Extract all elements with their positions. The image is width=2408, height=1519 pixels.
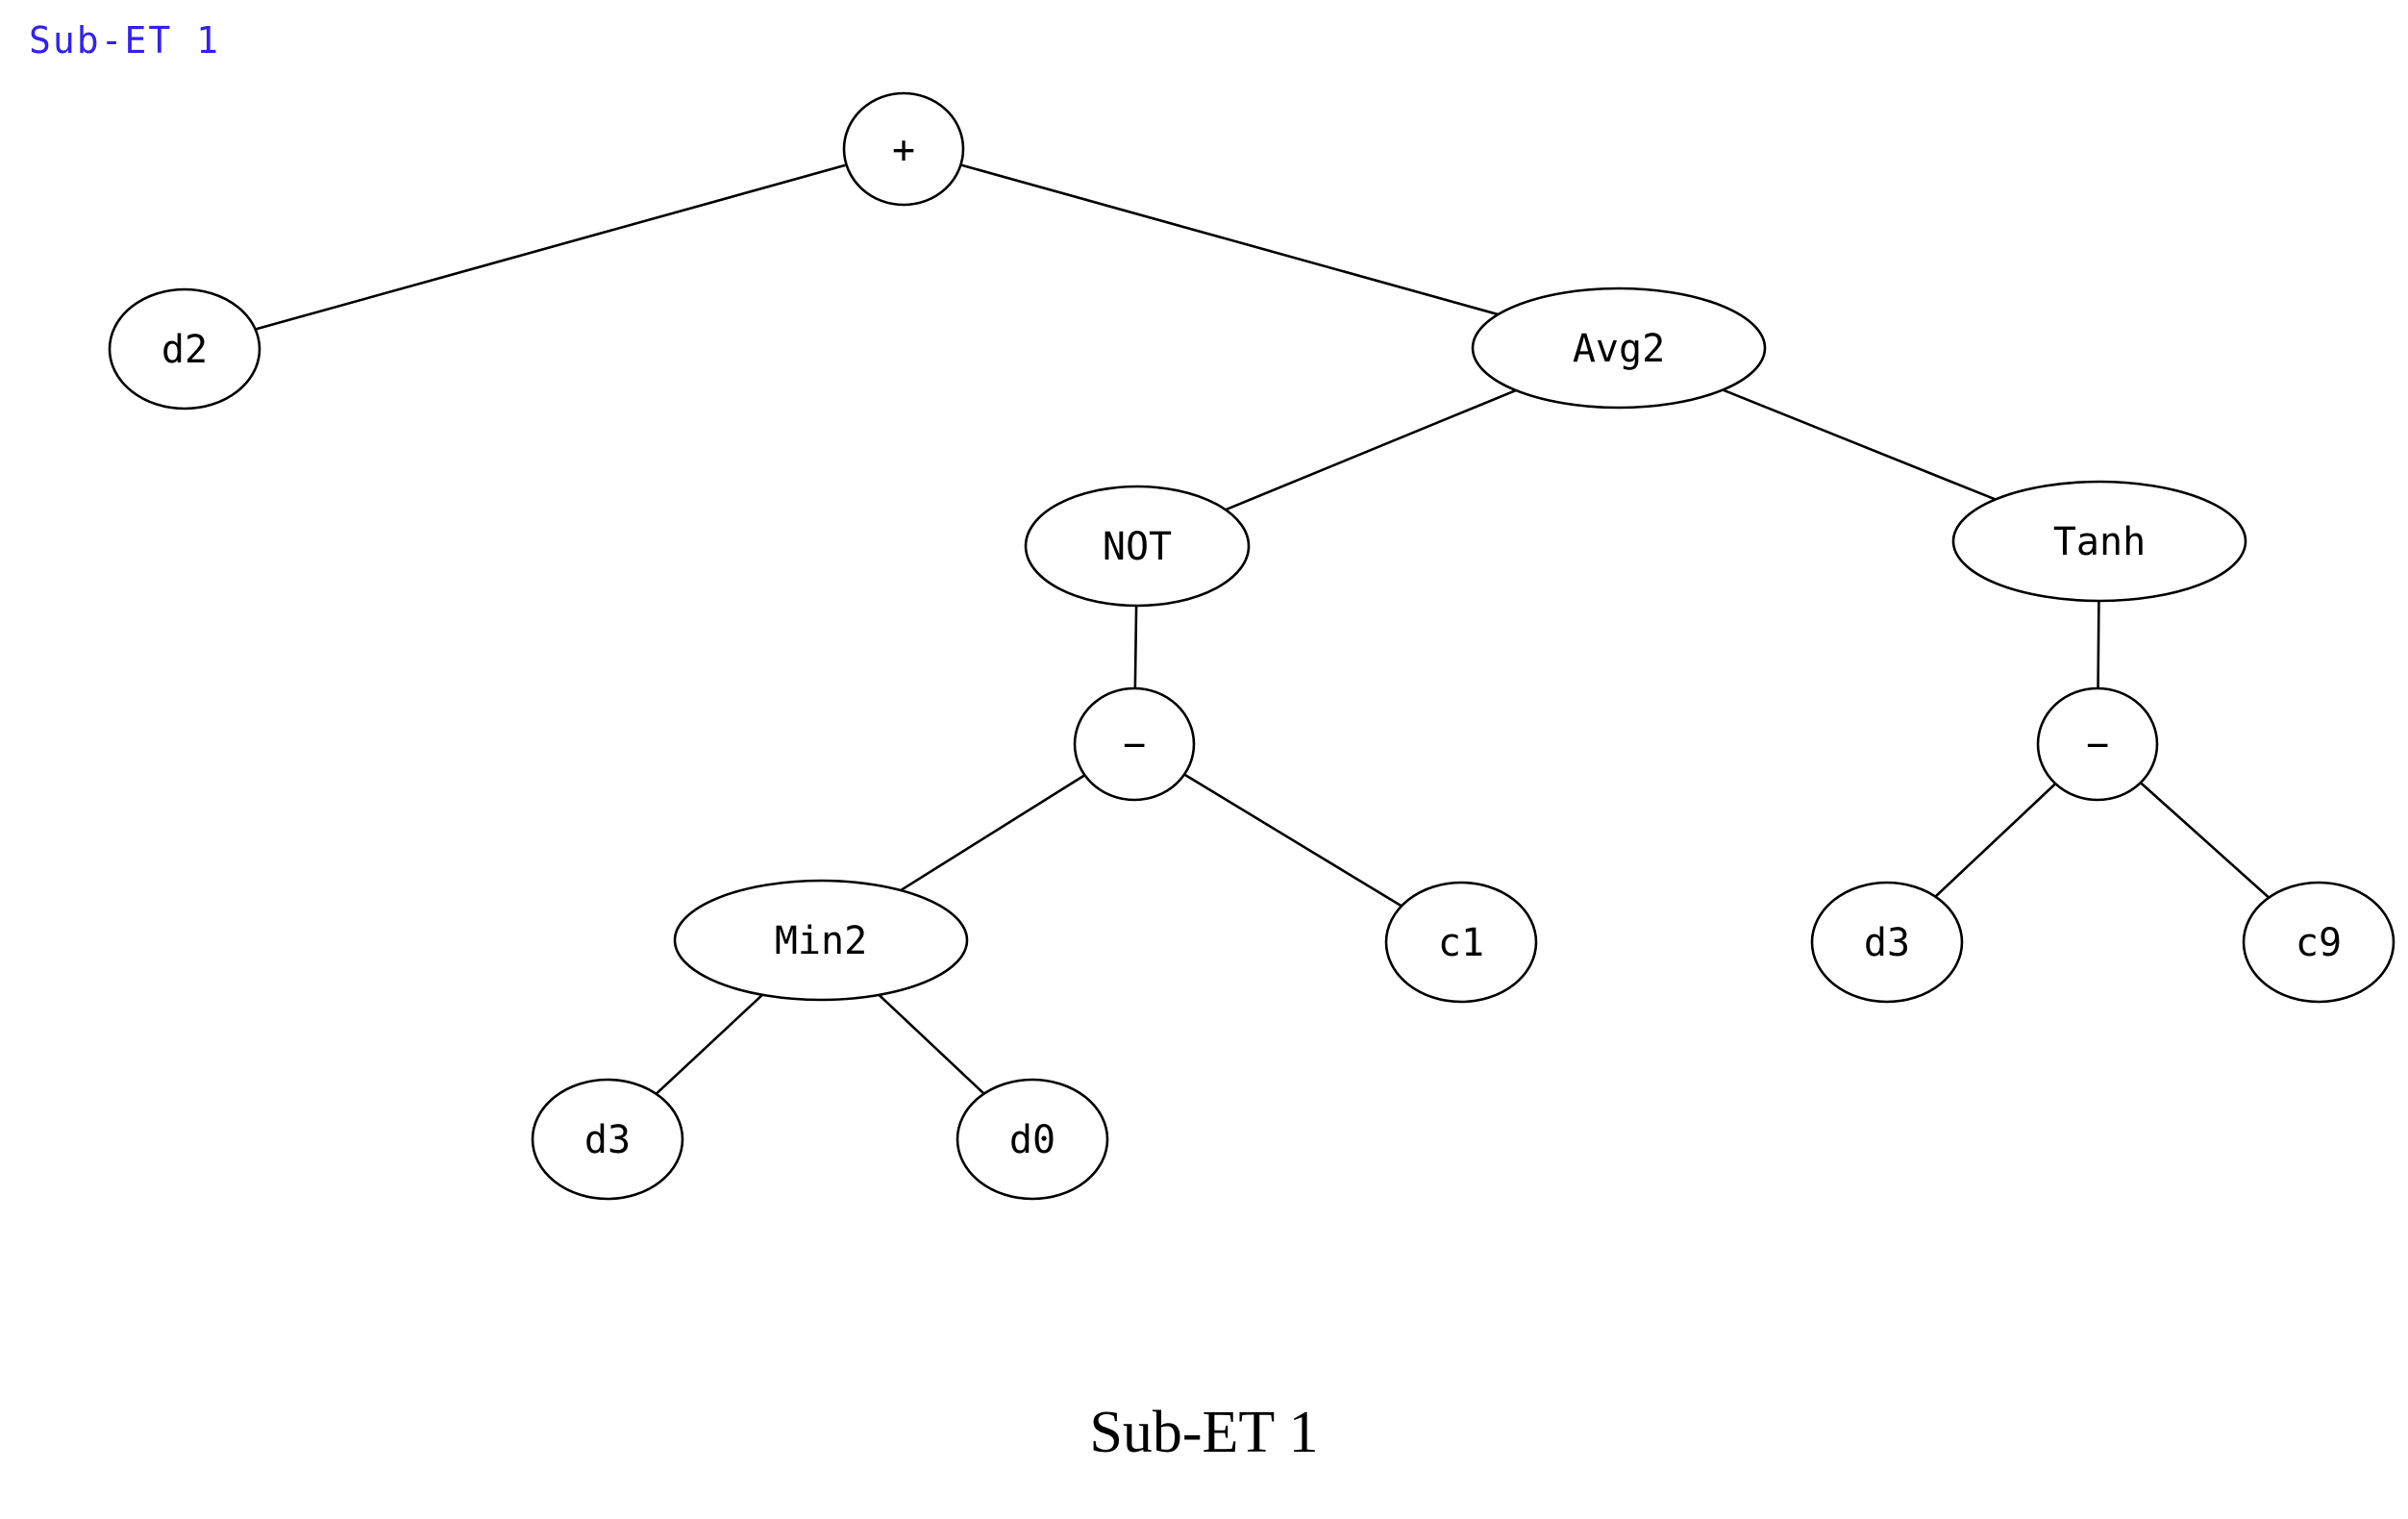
- tree-node[interactable]: d3: [1810, 881, 1964, 1004]
- tree-node[interactable]: d0: [956, 1078, 1109, 1201]
- tree-node[interactable]: Avg2: [1471, 286, 1767, 410]
- tree-node-label: +: [892, 128, 915, 172]
- tree-edge: [2139, 782, 2271, 899]
- tree-edge: [255, 163, 847, 331]
- tree-edge: [1183, 773, 1403, 908]
- tree-node-label: −: [2086, 723, 2109, 767]
- tree-node-shape: [956, 1078, 1109, 1201]
- figure-caption: Sub-ET 1: [1089, 1400, 1319, 1465]
- tree-node-shape: [1951, 480, 2247, 603]
- tree-node-label: d2: [161, 328, 208, 372]
- tree-node[interactable]: c1: [1384, 881, 1538, 1004]
- tree-node-label: Tanh: [2053, 520, 2146, 564]
- tree-node[interactable]: NOT: [1024, 485, 1251, 608]
- tree-node-label: Avg2: [1573, 327, 1665, 371]
- tree-node[interactable]: c9: [2242, 881, 2396, 1004]
- tree-node-label: NOT: [1103, 525, 1172, 569]
- tree-edge: [878, 993, 985, 1095]
- tree-edge: [1225, 388, 1517, 511]
- tree-node-label: d0: [1009, 1118, 1055, 1162]
- tree-node[interactable]: −: [1073, 686, 1196, 802]
- tree-node-shape: [1384, 881, 1538, 1004]
- edge-layer: [255, 163, 2271, 1095]
- tree-node[interactable]: d3: [531, 1078, 684, 1201]
- tree-edge: [2097, 600, 2100, 689]
- tree-node-shape: [842, 91, 965, 207]
- tree-node-shape: [1024, 485, 1251, 608]
- tree-node-shape: [2036, 686, 2159, 802]
- tree-node[interactable]: d2: [108, 287, 261, 411]
- tree-node-shape: [2242, 881, 2396, 1004]
- tree-node-shape: [531, 1078, 684, 1201]
- tree-node-label: d3: [1864, 921, 1910, 965]
- tree-edge: [960, 163, 1499, 316]
- tree-node[interactable]: Tanh: [1951, 480, 2247, 603]
- tree-edge: [655, 993, 763, 1095]
- tree-edge: [1722, 388, 1997, 501]
- tree-node-label: d3: [584, 1118, 631, 1162]
- tree-edge: [1133, 605, 1138, 689]
- tree-node-label: Min2: [775, 919, 867, 963]
- tree-node[interactable]: +: [842, 91, 965, 207]
- tree-node-shape: [673, 879, 969, 1002]
- tree-edge: [1934, 783, 2057, 898]
- sub-et-header-label: Sub-ET 1: [29, 19, 221, 62]
- tree-node[interactable]: −: [2036, 686, 2159, 802]
- tree-node[interactable]: Min2: [673, 879, 969, 1002]
- tree-node-label: c1: [1438, 921, 1484, 965]
- tree-node-shape: [108, 287, 261, 411]
- tree-node-shape: [1471, 286, 1767, 410]
- tree-node-shape: [1073, 686, 1196, 802]
- tree-node-shape: [1810, 881, 1964, 1004]
- tree-node-label: −: [1123, 723, 1146, 767]
- tree-edge: [900, 774, 1086, 892]
- tree-node-label: c9: [2296, 921, 2342, 965]
